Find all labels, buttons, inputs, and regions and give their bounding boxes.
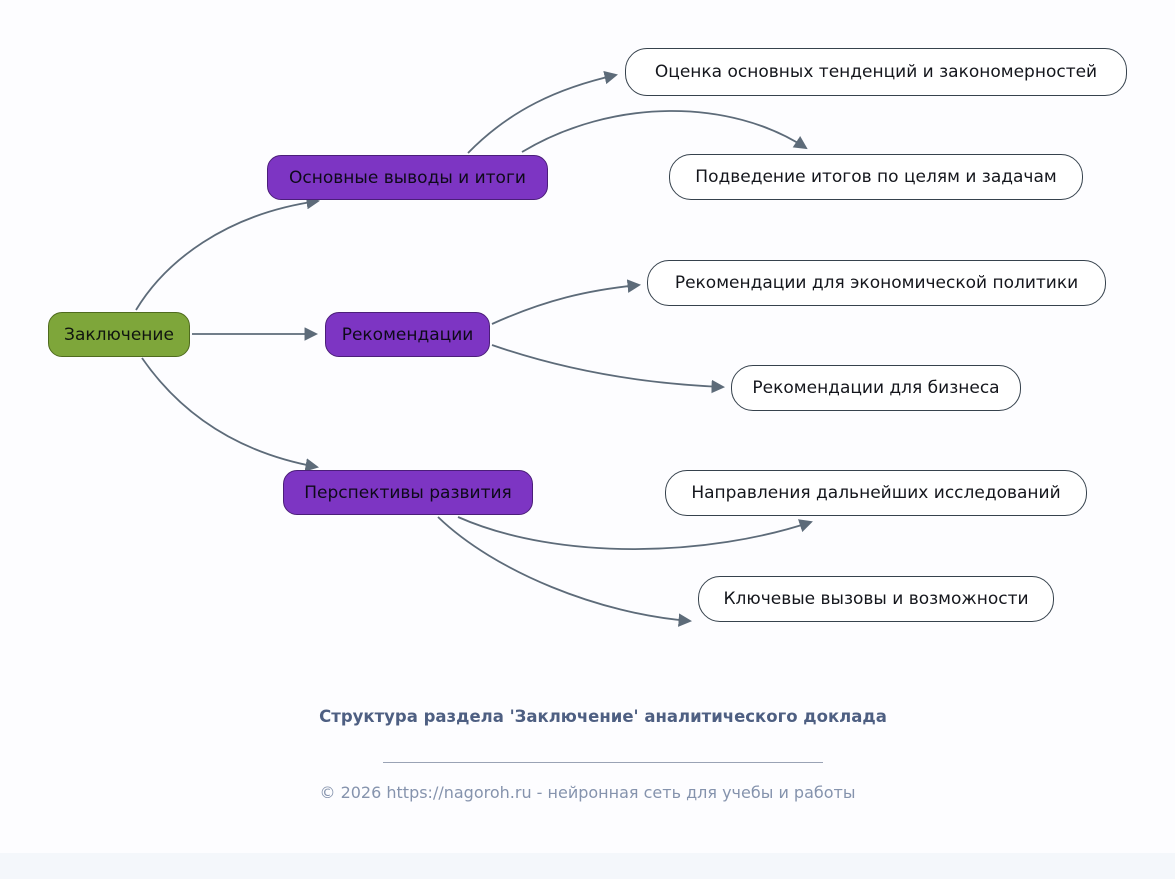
leaf-node-business-recommendations: Рекомендации для бизнеса	[731, 365, 1021, 411]
leaf-node-label: Рекомендации для экономической политики	[674, 273, 1079, 293]
leaf-node-further-research: Направления дальнейших исследований	[665, 470, 1087, 516]
leaf-node-goals-summary: Подведение итогов по целям и задачам	[669, 154, 1083, 200]
root-node-conclusion: Заключение	[48, 312, 190, 357]
branch-node-main-findings: Основные выводы и итоги	[267, 155, 548, 200]
root-node-label: Заключение	[64, 324, 174, 345]
leaf-node-label: Направления дальнейших исследований	[691, 483, 1061, 503]
edge-branch2-leaf4	[491, 344, 726, 394]
leaf-node-label: Рекомендации для бизнеса	[752, 378, 1000, 398]
branch-node-label: Перспективы развития	[304, 482, 512, 503]
branch-node-label: Рекомендации	[341, 324, 474, 345]
leaf-node-label: Оценка основных тенденций и закономернос…	[654, 62, 1098, 82]
branch-node-development-prospects: Перспективы развития	[283, 470, 533, 515]
edge-root-branch3	[141, 357, 319, 472]
edge-branch1-leaf2	[521, 110, 808, 153]
leaf-node-challenges-opportunities: Ключевые вызовы и возможности	[698, 576, 1054, 622]
branch-node-recommendations: Рекомендации	[325, 312, 490, 357]
branch-node-label: Основные выводы и итоги	[289, 167, 526, 188]
leaf-node-policy-recommendations: Рекомендации для экономической политики	[647, 260, 1106, 306]
leaf-node-label: Ключевые вызовы и возможности	[723, 589, 1029, 609]
leaf-node-label: Подведение итогов по целям и задачам	[695, 167, 1057, 187]
edge-branch3-leaf6	[437, 516, 693, 627]
edge-branch2-leaf3	[491, 279, 642, 325]
leaf-node-trends-assessment: Оценка основных тенденций и закономернос…	[625, 48, 1127, 96]
edge-root-branch1	[135, 195, 321, 311]
bottom-strip	[0, 853, 1175, 879]
edge-branch1-leaf1	[467, 70, 618, 154]
caption-divider	[383, 762, 823, 763]
diagram-caption-title: Структура раздела 'Заключение' аналитиче…	[319, 707, 887, 726]
edge-branch3-leaf5	[457, 516, 813, 551]
copyright-text: © 2026 https://nagoroh.ru - нейронная се…	[319, 783, 856, 802]
